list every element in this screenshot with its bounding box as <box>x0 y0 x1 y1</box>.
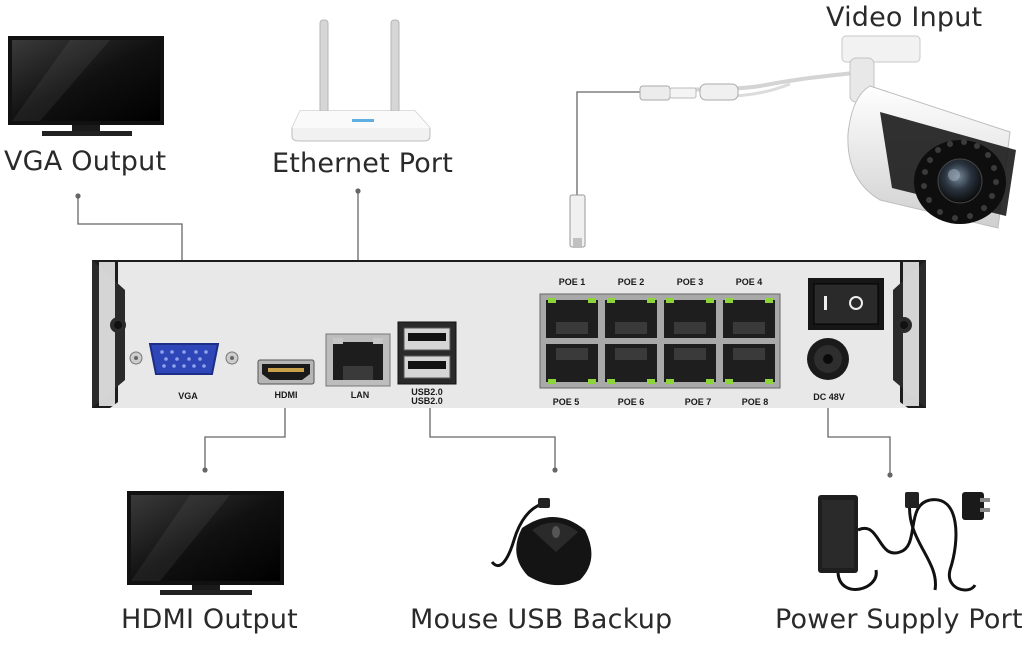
label-usb-2: USB2.0 <box>411 396 443 406</box>
label-poe-6: POE 6 <box>617 397 645 407</box>
label-poe-5: POE 5 <box>552 397 580 407</box>
label-poe-1: POE 1 <box>558 277 586 287</box>
label-lan: LAN <box>350 390 370 400</box>
label-hdmi: HDMI <box>274 390 298 400</box>
nvr-back-panel <box>92 260 926 408</box>
caption-ethernet-port: Ethernet Port <box>272 148 454 179</box>
label-poe-8: POE 8 <box>741 397 769 407</box>
vga-port <box>129 343 239 375</box>
label-usb-1: USB2.0 <box>411 387 443 397</box>
hdmi-monitor <box>127 491 284 595</box>
mouse-icon <box>490 498 592 586</box>
label-vga: VGA <box>178 391 198 401</box>
label-dc-48v: DC 48V <box>813 392 845 402</box>
label-poe-2: POE 2 <box>617 277 645 287</box>
power-adapter <box>818 492 990 592</box>
vga-monitor <box>8 36 164 136</box>
label-poe-4: POE 4 <box>735 277 763 287</box>
caption-power-supply-port: Power Supply Port <box>775 604 1023 635</box>
lan-port <box>325 333 391 387</box>
dc-power-jack <box>807 338 849 380</box>
port-leds <box>548 298 773 384</box>
camera-cable <box>569 70 863 248</box>
caption-mouse-usb-backup: Mouse USB Backup <box>410 604 673 635</box>
hdmi-port <box>257 359 315 385</box>
leader-dots <box>75 188 893 478</box>
caption-hdmi-output: HDMI Output <box>121 604 298 635</box>
router-icon <box>291 19 431 142</box>
caption-video-input: Video Input <box>826 2 983 33</box>
label-poe-3: POE 3 <box>676 277 704 287</box>
label-poe-7: POE 7 <box>684 397 712 407</box>
usb-ports <box>397 321 457 385</box>
power-switch <box>808 278 884 330</box>
poe-port-block <box>539 293 781 389</box>
bullet-camera <box>841 35 1016 229</box>
caption-vga-output: VGA Output <box>4 146 167 177</box>
